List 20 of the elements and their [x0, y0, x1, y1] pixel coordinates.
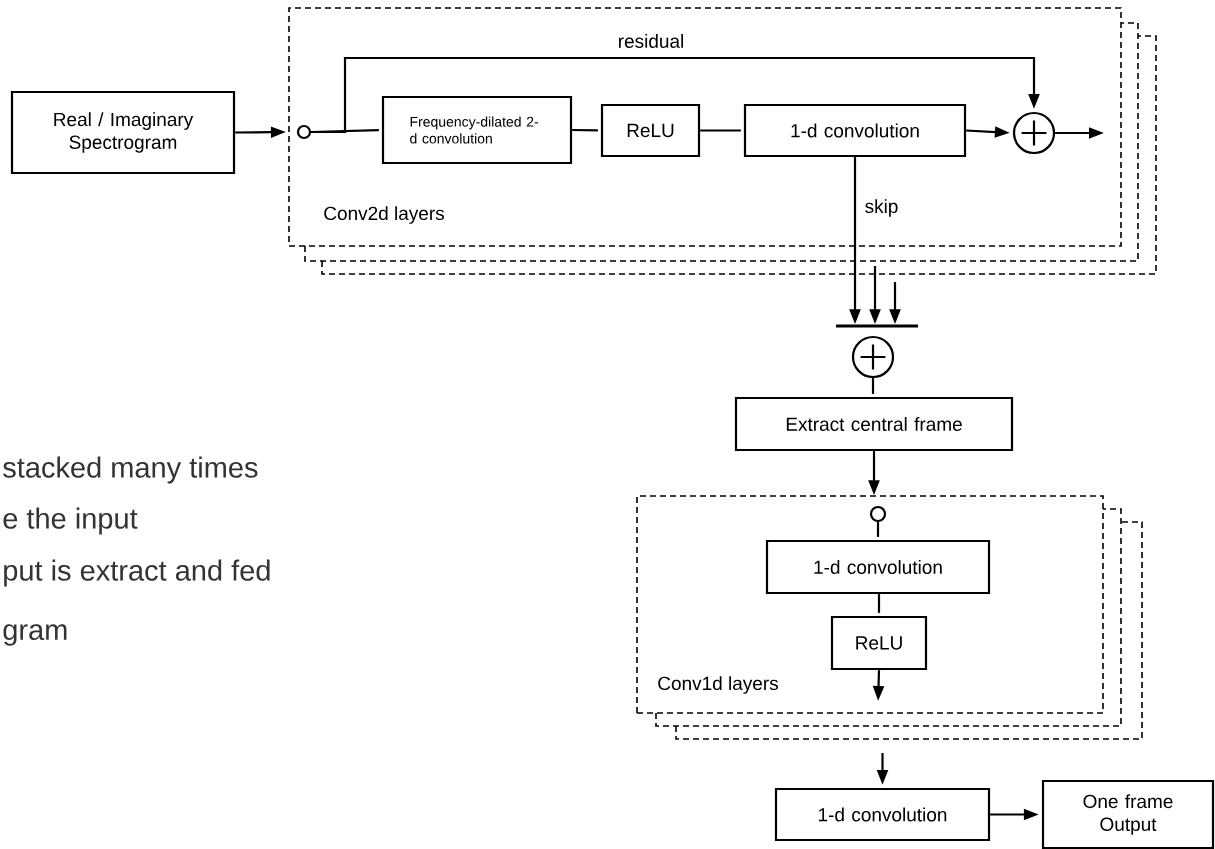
- note-text: stacked many times: [3, 456, 258, 484]
- output-box: One frame Output: [1041, 779, 1215, 849]
- sum-circle: [1012, 111, 1056, 155]
- sum-bar: [836, 324, 918, 328]
- process-box: 1-d convolution: [774, 787, 991, 842]
- edge-label: skip: [863, 197, 900, 219]
- input-box: Real / Imaginary Spectrogram: [10, 90, 236, 175]
- process-box: Extract central frame: [734, 396, 1014, 452]
- note-text: e the input: [3, 507, 138, 535]
- process-box: ReLU: [830, 615, 928, 671]
- note-text: gram: [3, 624, 67, 646]
- process-box: ReLU: [600, 103, 701, 158]
- input-terminal: [296, 124, 312, 140]
- process-box: Frequency-dilated 2-d convolution: [381, 95, 573, 165]
- arrow: [311, 56, 1040, 134]
- process-box: 1-d convolution: [743, 103, 967, 158]
- process-box: 1-d convolution: [765, 539, 991, 595]
- input-terminal: [869, 505, 887, 523]
- sum-circle: [851, 335, 895, 379]
- note-text: put is extract and fed: [4, 559, 270, 587]
